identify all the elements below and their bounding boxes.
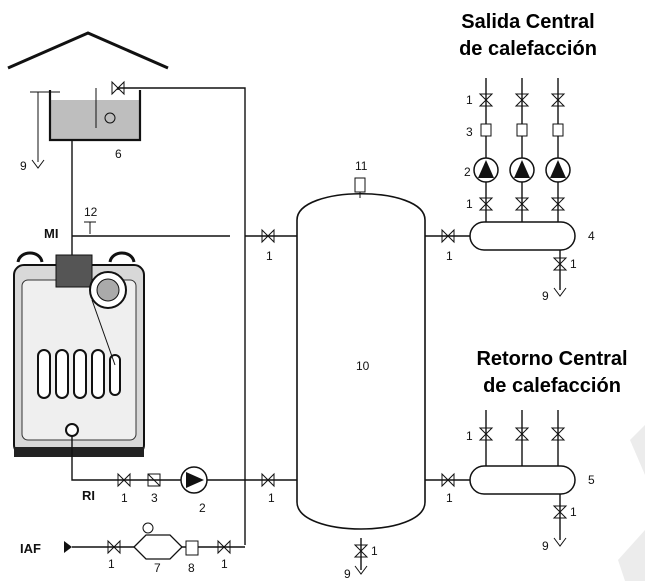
filter-8 [185,540,199,556]
valve-expansion [111,80,125,96]
label-9-manifold-return: 9 [542,539,549,553]
supply-branch-1 [473,78,499,222]
label-1-buffer-bottom-left: 1 [268,491,275,505]
valve-manifold-return-drain [552,505,568,519]
check-valve-ri [147,473,161,487]
label-1-buffer-top-right: 1 [446,249,453,263]
salida-title-line1: Salida Central [461,11,594,33]
return-branch-2 [514,410,530,466]
label-11: 11 [355,159,368,173]
label-mi: MI [44,226,58,241]
pressure-reducer [133,522,183,560]
label-10: 10 [356,359,370,373]
valve-iaf-2 [217,539,231,555]
label-3-supply: 3 [466,125,473,139]
retorno-title-line2: de calefacción [483,375,621,397]
supply-branch-3 [545,78,571,222]
label-4: 4 [588,229,595,243]
supply-branch-2 [509,78,535,222]
valve-buffer-bottom-right [441,472,455,488]
label-1-ri: 1 [121,491,128,505]
ri-return-pipe [71,436,297,481]
air-vent-12 [84,221,96,234]
retorno-title-line1: Retorno Central [476,348,627,370]
label-3-ri: 3 [151,491,158,505]
return-branch-3 [550,410,566,466]
expansion-feed-pipe [117,87,246,545]
label-9-overflow: 9 [20,159,27,173]
valve-buffer-bottom-left [261,472,275,488]
valve-buffer-drain [353,544,369,558]
label-1-buffer-bottom-right: 1 [446,491,453,505]
pump-ri [180,466,208,494]
decor-shape-2 [618,530,645,581]
buffer-tank [296,193,426,530]
valve-buffer-top-left [261,228,275,244]
label-2-supply: 2 [464,165,471,179]
label-7: 7 [154,561,161,575]
label-1-buffer-drain: 1 [371,544,378,558]
label-1-supply-top: 1 [466,93,473,107]
label-1-buffer-top-left: 1 [266,249,273,263]
decor-shape-1 [630,425,645,475]
valve-iaf-1 [107,539,121,555]
valve-ri [117,472,131,488]
label-1-supply-bottom: 1 [466,197,473,211]
return-branch-1 [478,410,494,466]
label-8: 8 [188,561,195,575]
boiler [13,251,145,457]
manifold-supply [469,221,576,251]
valve-buffer-top-right [441,228,455,244]
label-2-ri: 2 [199,501,206,515]
label-1-manifold-supply-drain: 1 [570,257,577,271]
label-ri: RI [82,488,95,503]
label-9-manifold-supply: 9 [542,289,549,303]
valve-manifold-supply-drain [552,257,568,271]
label-9-buffer-drain: 9 [344,567,351,581]
label-1-iaf-2: 1 [221,557,228,571]
label-1-manifold-return-drain: 1 [570,505,577,519]
iaf-arrow-icon [64,541,72,553]
label-1-iaf: 1 [108,557,115,571]
label-12: 12 [84,205,98,219]
label-iaf: IAF [20,541,41,556]
expansion-tank [30,88,142,169]
label-6: 6 [115,147,122,161]
manifold-return [469,465,576,495]
roof-outline [7,31,169,70]
label-1-return: 1 [466,429,473,443]
salida-title-line2: de calefacción [459,38,597,60]
label-5: 5 [588,473,595,487]
air-vent-11 [354,177,366,193]
